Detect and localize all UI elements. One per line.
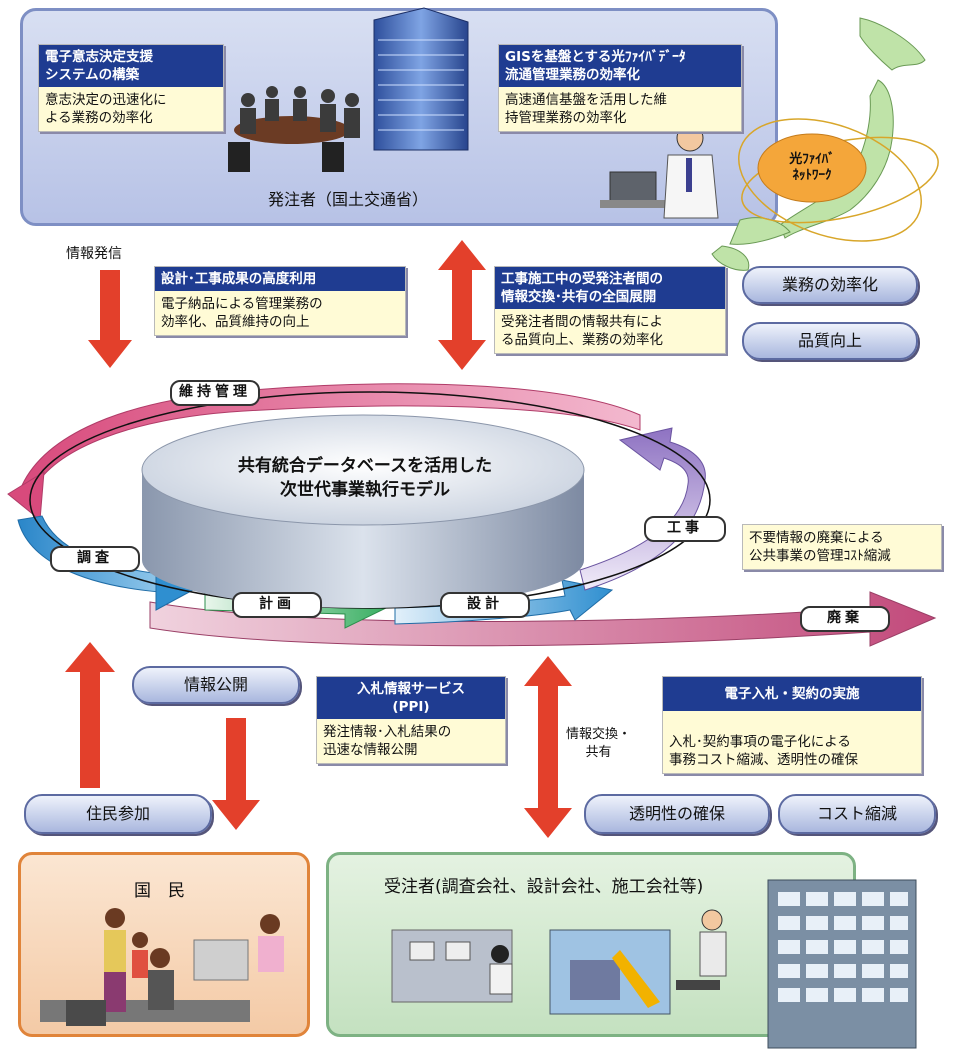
citizens-title: 国 民	[134, 881, 185, 901]
client-panel-title: 発注者（国土交通省）	[268, 190, 429, 209]
meeting-people	[228, 86, 360, 172]
ppi-box: 入札情報サービス (PPI) 発注情報･入札結果の 迅速な情報公開	[316, 676, 506, 764]
stage-design: 設計	[440, 592, 530, 618]
efficiency-pill: 業務の効率化	[742, 266, 918, 304]
stage-maintenance: 維持管理	[170, 380, 260, 406]
cost-reduction-pill: コスト縮減	[778, 794, 936, 834]
stage-construction: 工事	[644, 516, 726, 542]
participation-pill: 住民参加	[24, 794, 212, 834]
contractors-illustration	[391, 879, 917, 1049]
construction-arrow	[579, 427, 706, 591]
disposal-note-box: 不要情報の廃棄による 公共事業の管理ｺｽﾄ縮減	[742, 524, 942, 570]
fiber-network-badge	[757, 133, 867, 203]
exchange-share-label: 情報交換・ 共有	[566, 727, 632, 760]
database-disk-top	[141, 414, 585, 526]
contractors-title: 受注者(調査会社、設計会社、施工会社等)	[384, 877, 704, 897]
man-with-laptop	[600, 124, 719, 219]
maintenance-arrowhead	[7, 471, 45, 521]
info-send-label: 情報発信	[66, 246, 122, 262]
red-arrows	[65, 240, 572, 838]
stage-planning: 計画	[232, 592, 322, 618]
gis-fiber-box: GISを基盤とする光ﾌｧｲﾊﾞﾃﾞｰﾀ 流通管理業務の効率化 高速通信基盤を活用…	[498, 44, 742, 132]
citizens-illustration	[40, 908, 284, 1026]
stage-survey: 調査	[50, 546, 140, 572]
disclosure-pill: 情報公開	[132, 666, 300, 704]
stage-disposal: 廃棄	[800, 606, 890, 632]
quality-pill: 品質向上	[742, 322, 918, 360]
office-building-top	[373, 7, 469, 151]
database-title: 共有統合データベースを活用した 次世代事業執行モデル	[237, 456, 493, 500]
decision-support-box: 電子意志決定支援 システムの構築 意志決定の迅速化に よる業務の効率化	[38, 44, 224, 132]
info-exchange-box: 工事施工中の受発注者間の 情報交換･共有の全国展開 受発注者間の情報共有によ る…	[494, 266, 726, 354]
e-bidding-box: 電子入札・契約の実施 入札･契約事項の電子化による 事務コスト縮減、透明性の確保	[662, 676, 922, 774]
design-results-box: 設計･工事成果の高度利用 電子納品による管理業務の 効率化、品質維持の向上	[154, 266, 406, 336]
transparency-pill: 透明性の確保	[584, 794, 770, 834]
fiber-network-label: 光ﾌｧｲﾊﾞ ﾈｯﾄﾜｰｸ	[789, 152, 835, 183]
